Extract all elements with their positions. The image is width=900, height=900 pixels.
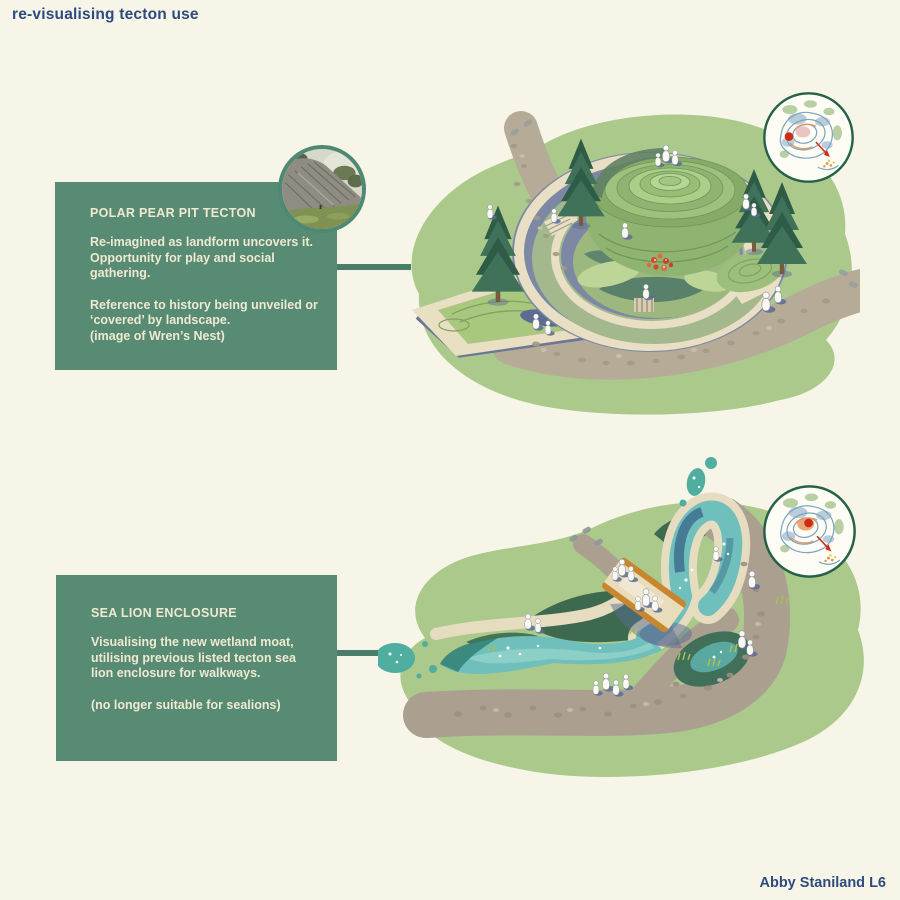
map-orange-marks bbox=[789, 123, 817, 150]
textbox-paragraph: (no longer suitable for sealions) bbox=[91, 697, 281, 712]
textbox-heading: POLAR PEAR PIT TECTON bbox=[90, 206, 256, 220]
textbox-paragraph: Reference to history being unveiled or ‘… bbox=[90, 297, 318, 328]
connector-line bbox=[337, 650, 393, 656]
map-arrow bbox=[815, 141, 830, 158]
map-orange-marks bbox=[789, 517, 818, 544]
site-map-inset bbox=[762, 91, 855, 184]
polar-bear-pit-illustration bbox=[394, 104, 860, 436]
textbox-paragraph: Visualising the new wetland moat, utilis… bbox=[91, 635, 296, 680]
gravel-walkway bbox=[403, 497, 791, 738]
connector-line bbox=[337, 264, 411, 270]
textbox-paragraph: (image of Wren’s Nest) bbox=[90, 328, 225, 343]
wrens-nest-photo bbox=[278, 145, 366, 233]
water-splashes bbox=[378, 457, 717, 679]
flower-cluster bbox=[646, 253, 674, 271]
map-path-lines bbox=[780, 505, 841, 565]
location-marker bbox=[804, 518, 813, 528]
map-flower-dots bbox=[824, 554, 837, 563]
footprints bbox=[510, 119, 858, 288]
path-pebbles bbox=[510, 143, 830, 366]
location-marker bbox=[784, 132, 794, 141]
map-green-patches bbox=[780, 493, 844, 553]
map-green-patches bbox=[779, 100, 842, 158]
rock-face-illustration bbox=[282, 149, 362, 229]
footprints bbox=[569, 526, 603, 546]
sea-lion-enclosure-illustration bbox=[378, 452, 875, 794]
landform-mound bbox=[586, 148, 754, 276]
walkway-pebbles bbox=[454, 561, 765, 718]
textbox-heading: SEA LION ENCLOSURE bbox=[91, 606, 237, 620]
site-map-inset bbox=[762, 484, 857, 579]
sea-lion-textbox: SEA LION ENCLOSURE Visualising the new w… bbox=[56, 575, 337, 761]
textbox-paragraph: Re-imagined as landform uncovers it. Opp… bbox=[90, 235, 313, 280]
grass-tufts bbox=[487, 595, 789, 667]
loop-pond bbox=[673, 631, 751, 687]
map-arrow bbox=[816, 535, 832, 552]
author-credit: Abby Staniland L6 bbox=[759, 875, 887, 891]
water-bubbles bbox=[498, 542, 730, 658]
page-title: re-visualising tecton use bbox=[12, 6, 199, 23]
map-flower-dots bbox=[823, 159, 835, 168]
